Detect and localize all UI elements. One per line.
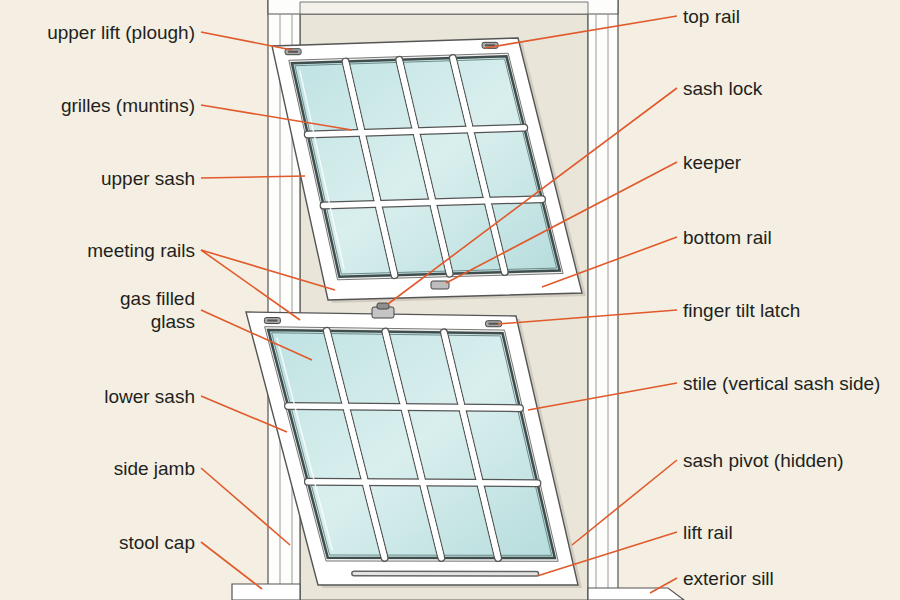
finger-tilt-latch [264, 318, 280, 324]
part-label: lift rail [683, 521, 733, 544]
lower-sash-spacer [272, 333, 552, 556]
lift-rail-slot [354, 571, 536, 577]
leader-line [201, 250, 335, 290]
leader-line [201, 310, 312, 360]
muntin-edge [327, 331, 385, 558]
leader-line [388, 88, 677, 304]
leader-line [201, 468, 290, 545]
muntin-edge [444, 332, 498, 558]
muntin-edge [346, 62, 395, 276]
leader-line [498, 310, 677, 324]
part-label: side jamb [114, 457, 195, 480]
muntin [453, 61, 504, 270]
muntin-edge [385, 332, 441, 558]
glass-reflection [300, 71, 344, 269]
muntin [346, 64, 394, 273]
muntin [385, 332, 441, 558]
leader-line [201, 32, 292, 50]
part-label: lower sash [104, 385, 195, 408]
leader-line [485, 16, 677, 48]
part-label: bottom rail [683, 226, 772, 249]
stool-cap [232, 584, 300, 600]
lower-sash-shadow [250, 315, 582, 588]
upper-lift-slot [288, 51, 298, 53]
part-label: upper lift (plough) [47, 21, 195, 44]
exterior-sill [588, 588, 684, 600]
part-label: upper sash [101, 167, 195, 190]
lift-rail-inner [354, 572, 536, 575]
part-label: keeper [683, 151, 741, 174]
muntin [444, 332, 498, 558]
part-label: gas filled glass [100, 287, 195, 333]
leader-line [572, 460, 677, 545]
muntin-edge [399, 60, 449, 274]
part-label: exterior sill [683, 567, 774, 590]
leader-line [201, 176, 305, 178]
muntin-edge [453, 58, 505, 272]
parting-stop [608, 14, 609, 600]
leader-line [542, 237, 677, 287]
muntin [386, 334, 441, 555]
leader-line [201, 105, 352, 130]
finger-tilt-latch-slot [489, 323, 499, 325]
muntin [346, 62, 395, 276]
muntin [399, 60, 449, 274]
leader-line [650, 578, 677, 593]
part-label: finger tilt latch [683, 299, 800, 322]
muntin [327, 334, 383, 556]
right-jamb [588, 0, 618, 600]
leader-line [201, 396, 287, 432]
leader-line [201, 250, 300, 320]
part-label: grilles (muntins) [61, 94, 195, 117]
sash-lock-lever [377, 303, 389, 309]
muntin [327, 331, 385, 558]
upper-sash-glazing-bead [289, 53, 563, 280]
head-stop [300, 2, 588, 14]
upper-sash [272, 38, 582, 300]
lower-sash-glass [268, 330, 555, 558]
leader-line [537, 532, 677, 576]
glass-reflection [277, 338, 332, 549]
upper-sash-spacer [295, 59, 557, 274]
leader-line [201, 542, 262, 589]
part-label: stile (vertical sash side) [683, 372, 880, 395]
part-label: sash lock [683, 77, 762, 100]
part-label: stool cap [119, 531, 195, 554]
leader-line [446, 162, 677, 283]
part-label: top rail [683, 5, 740, 28]
parting-stop [596, 14, 597, 600]
muntin [400, 62, 449, 271]
lower-sash-glazing-bead [265, 327, 559, 562]
part-label: meeting rails [87, 239, 195, 262]
muntin [453, 58, 505, 272]
leader-line [528, 383, 677, 410]
muntin [445, 335, 498, 555]
part-label: sash pivot (hidden) [683, 449, 844, 472]
head-jamb [268, 0, 618, 14]
finger-tilt-latch-slot [267, 320, 277, 322]
